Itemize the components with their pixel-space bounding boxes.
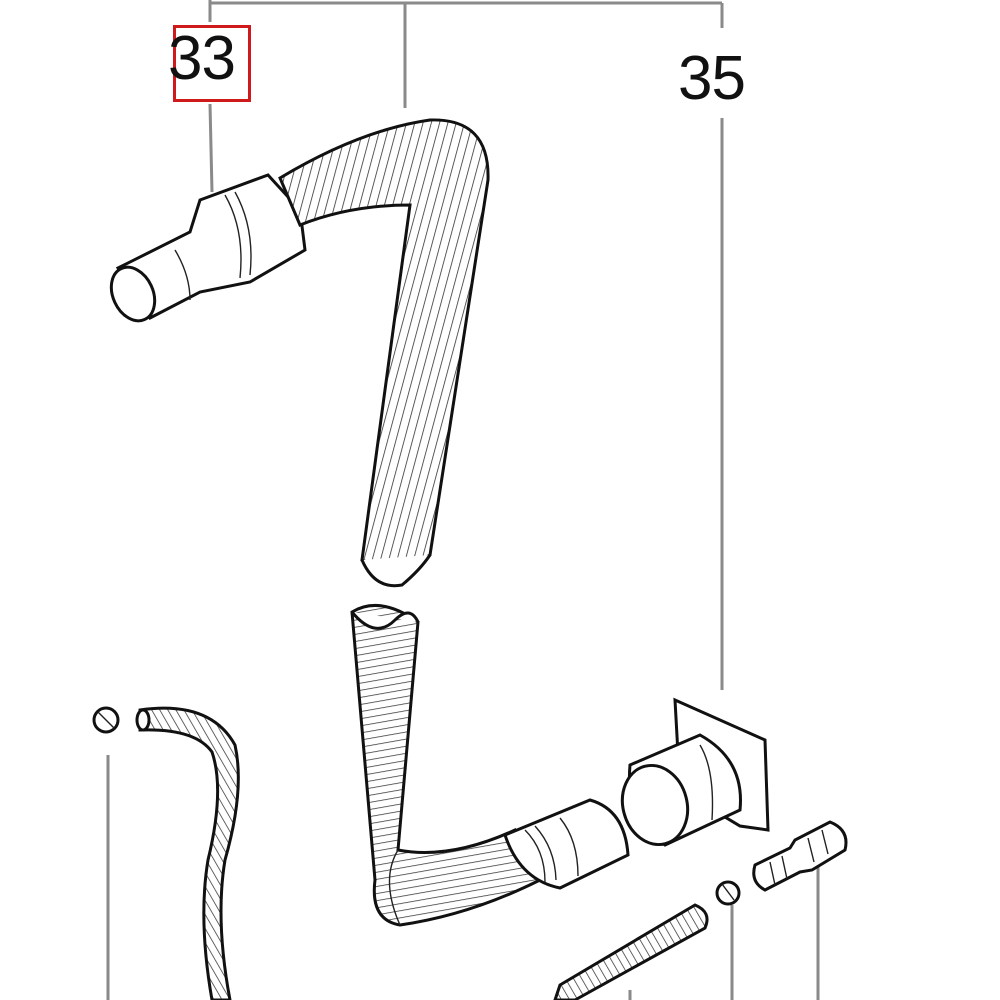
flanged-connector xyxy=(620,697,770,847)
callout-label-35: 35 xyxy=(678,44,746,113)
straight-tube xyxy=(553,903,709,1000)
small-hose-clamp-left xyxy=(92,706,120,734)
corrugated-hose-upper xyxy=(278,118,490,588)
threaded-fitting xyxy=(752,820,848,892)
corrugated-hose-lower xyxy=(350,604,543,927)
callout-label-33: 33 xyxy=(168,24,236,93)
hose-coupling-sleeve xyxy=(503,798,630,890)
callout-highlight-box xyxy=(173,25,251,102)
leader-lines xyxy=(106,0,820,1000)
small-hose-clamp-right xyxy=(715,880,741,906)
small-hose xyxy=(135,706,240,1000)
hose-end-nozzle xyxy=(109,173,307,323)
